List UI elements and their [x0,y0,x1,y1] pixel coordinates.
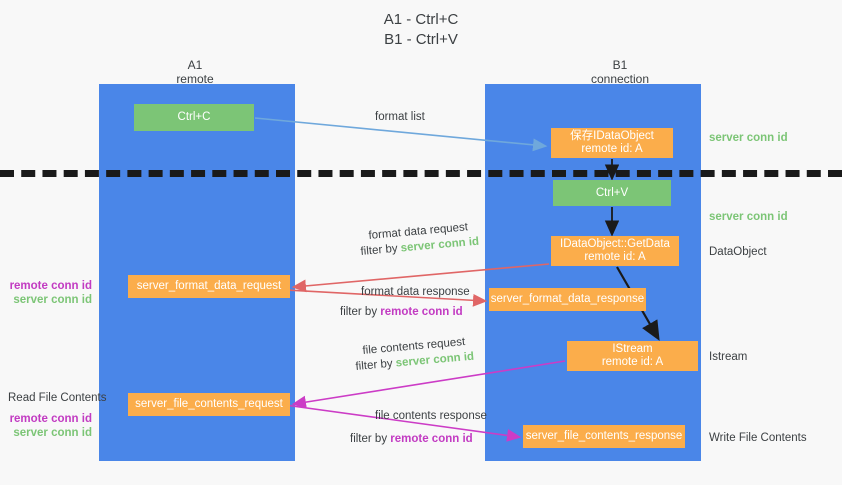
node-istream-sub: remote id: A [601,356,664,368]
note-server-conn-id-2: server conn id [709,211,788,223]
filter-prefix: filter by [360,242,402,258]
node-idataobject-label: 保存IDataObject [570,130,654,142]
note-conn-ids-2: remote conn id server conn id [8,412,92,440]
node-server-format-data-response[interactable]: server_format_data_response [489,288,646,311]
column-header-a1: A1 remote [120,58,270,86]
filter-value-remote-conn-id: remote conn id [390,433,473,445]
node-getdata[interactable]: IDataObject::GetData remote id: A [551,236,679,266]
filter-prefix: filter by [350,433,391,445]
column-header-b1: B1 connection [530,58,710,86]
node-server-format-data-request[interactable]: server_format_data_request [128,275,290,298]
node-server-file-contents-request[interactable]: server_file_contents_request [128,393,290,416]
node-istream[interactable]: IStream remote id: A [567,341,698,371]
note-remote-conn-id: remote conn id [9,280,92,292]
filter-value-remote-conn-id: remote conn id [380,306,463,318]
note-write-file-contents: Write File Contents [709,432,807,444]
diagram-title: A1 - Ctrl+C B1 - Ctrl+V [0,10,842,50]
edge-label-format-list: format list [375,111,425,123]
node-istream-label: IStream [612,343,653,355]
note-server-conn-id: server conn id [13,294,92,306]
note-read-file-contents: Read File Contents [8,392,107,404]
node-idataobject[interactable]: 保存IDataObject remote id: A [551,128,673,158]
filter-prefix: filter by [355,357,397,373]
note-remote-conn-id: remote conn id [9,413,92,425]
edge-label-format-data-response: format data response [361,286,470,298]
node-ctrl-v-label: Ctrl+V [595,186,629,199]
node-ctrl-v[interactable]: Ctrl+V [553,180,671,206]
note-istream: Istream [709,351,748,363]
node-server-file-contents-request-label: server_file_contents_request [135,398,283,410]
node-server-file-contents-response-label: server_file_contents_response [525,430,683,442]
title-line-1: A1 - Ctrl+C [383,11,459,28]
note-server-conn-id-1: server conn id [709,132,788,144]
note-server-conn-id: server conn id [13,427,92,439]
edge-label-file-contents-response-filter: filter by remote conn id [350,432,473,447]
note-conn-ids-1: remote conn id server conn id [8,279,92,307]
node-getdata-label: IDataObject::GetData [560,238,670,250]
node-server-format-data-response-label: server_format_data_response [490,293,645,305]
column-b1-role: connection [590,72,650,86]
column-a1-name: A1 [187,58,203,72]
edge-label-format-data-response-filter: filter by remote conn id [340,305,463,320]
node-ctrl-c[interactable]: Ctrl+C [134,104,254,131]
filter-prefix: filter by [340,306,381,318]
column-b1-name: B1 [612,58,628,72]
note-dataobject: DataObject [709,246,767,258]
title-line-2: B1 - Ctrl+V [384,31,458,48]
phase-divider [0,170,842,177]
node-getdata-sub: remote id: A [584,251,646,263]
column-a1-role: remote [176,72,214,86]
node-ctrl-c-label: Ctrl+C [177,111,211,123]
node-server-file-contents-response[interactable]: server_file_contents_response [523,425,685,448]
edge-label-file-contents-response: file contents response [375,410,487,422]
node-server-format-data-request-label: server_format_data_request [136,280,282,292]
node-idataobject-sub: remote id: A [581,143,643,155]
